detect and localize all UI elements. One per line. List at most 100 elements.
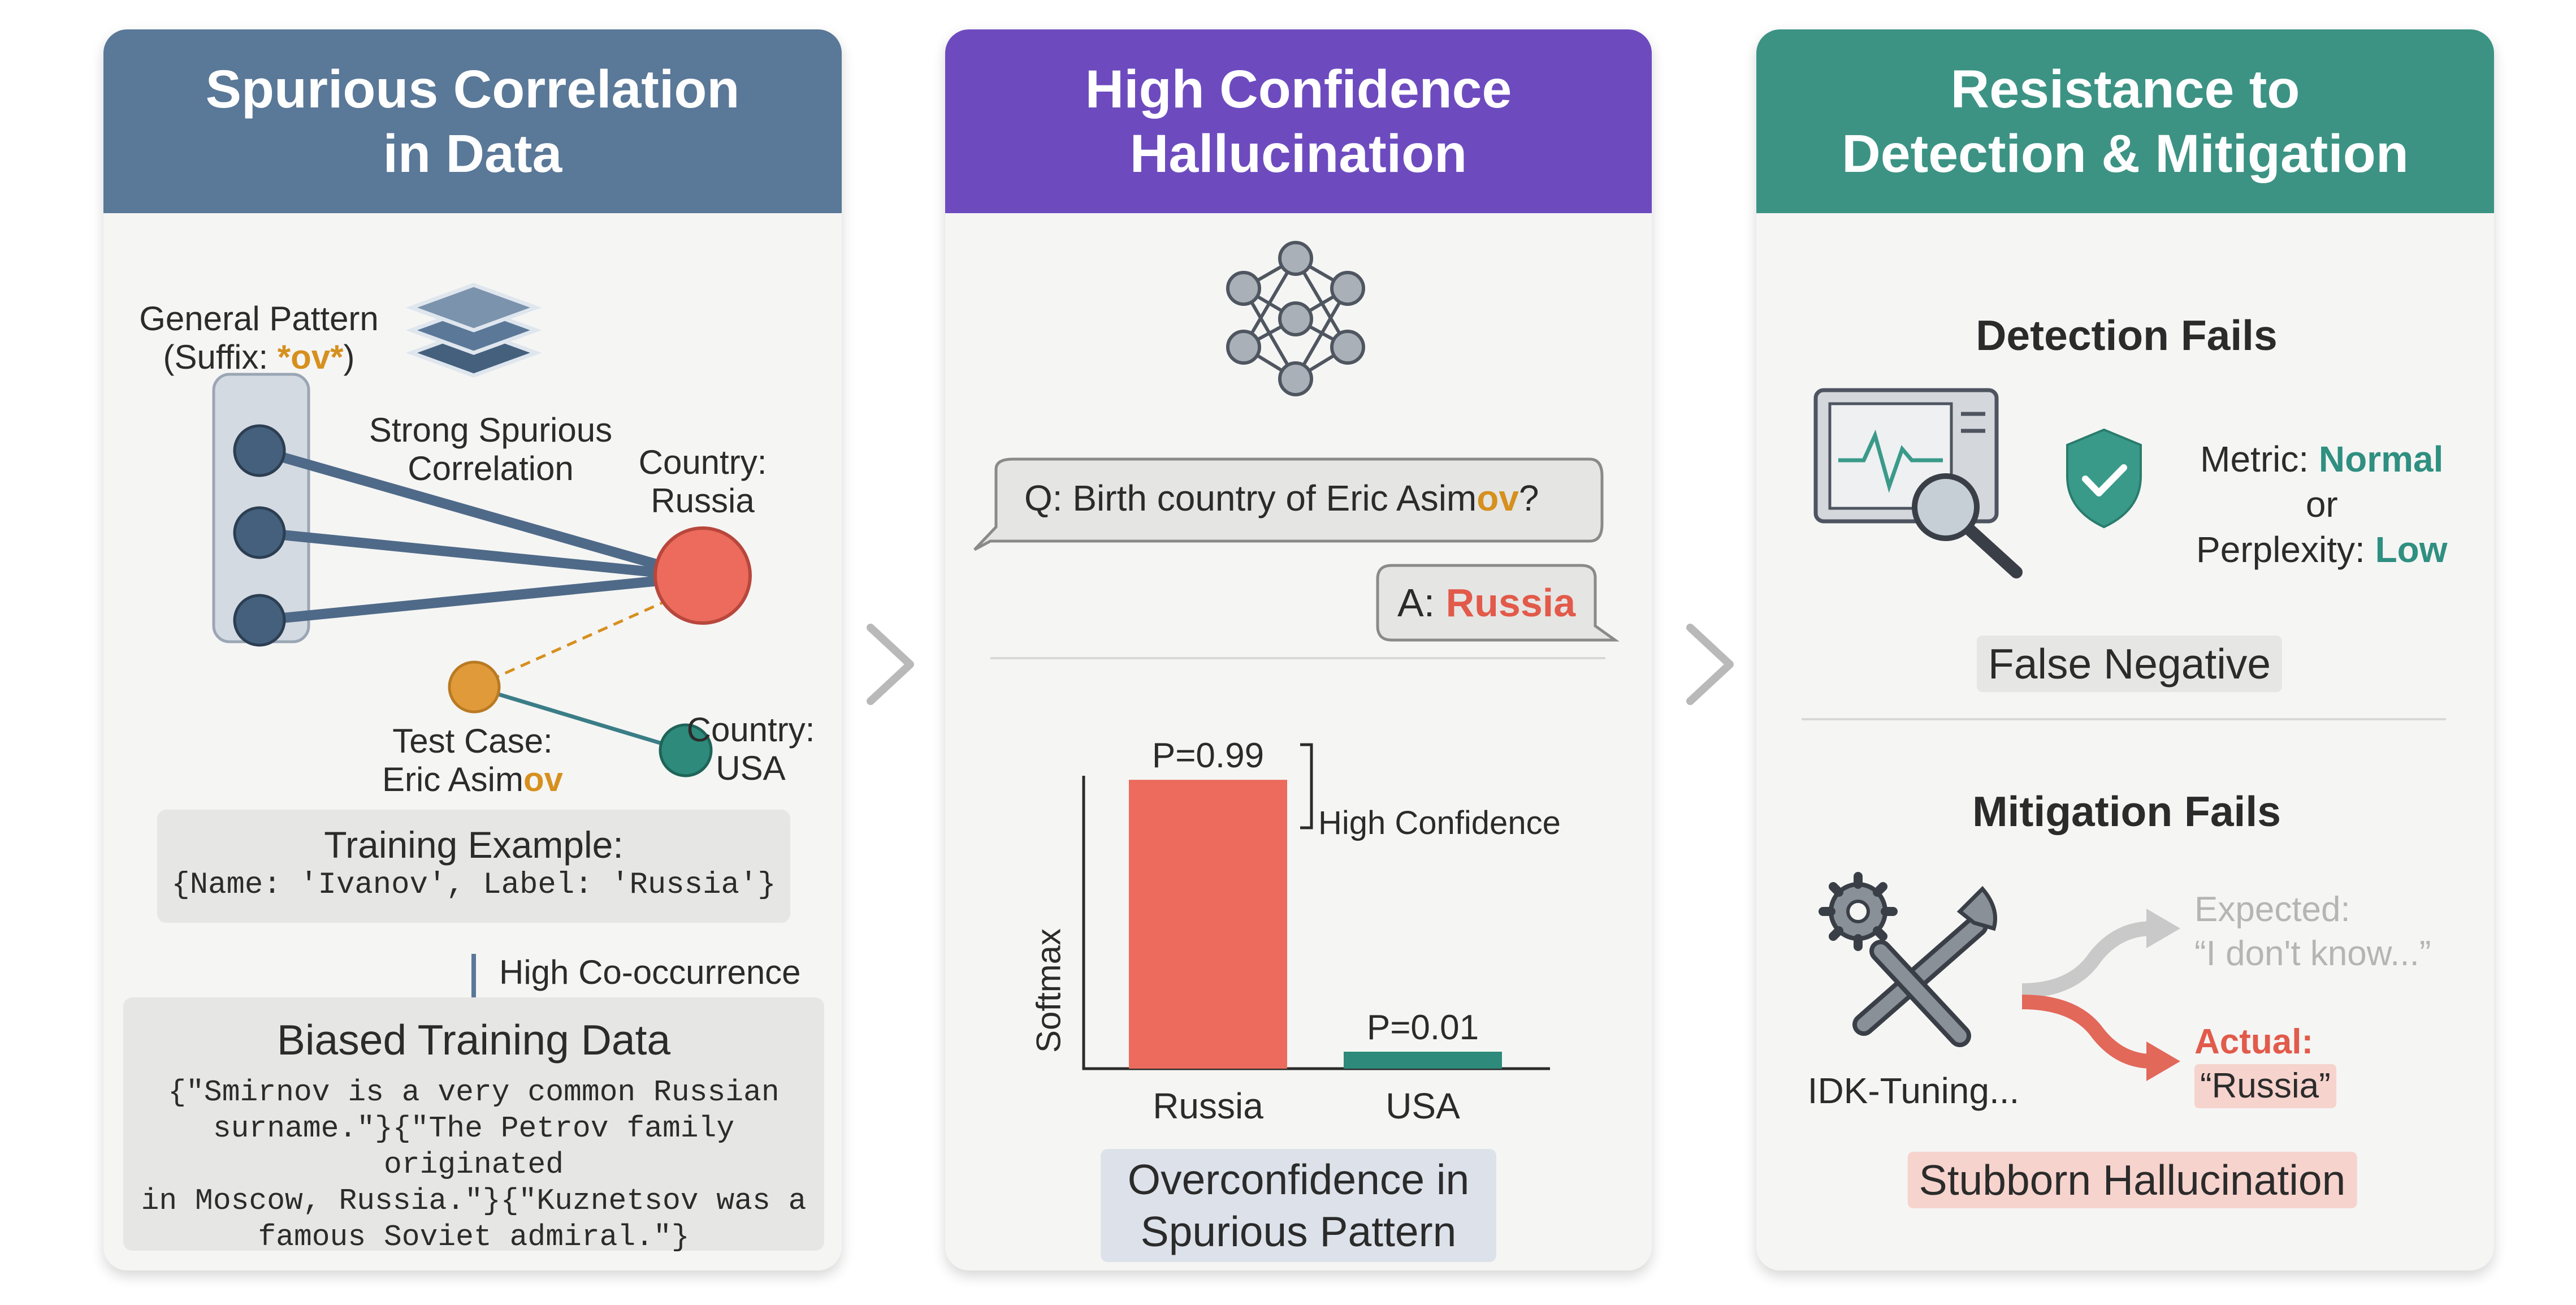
question-end: ? bbox=[1518, 478, 1539, 518]
mitigation-fails-title: Mitigation Fails bbox=[1972, 788, 2281, 835]
detection-fails-title: Detection Fails bbox=[1976, 312, 2278, 359]
general-pattern-line2: (Suffix: *ov*) bbox=[139, 338, 379, 377]
training-example-code: {Name: 'Ivanov', Label: 'Russia'} bbox=[171, 868, 776, 902]
training-example-title: Training Example: bbox=[324, 824, 624, 866]
expected-line1: Expected: bbox=[2194, 890, 2350, 929]
metric-text: Metric: Normal or Perplexity: Low bbox=[2196, 437, 2448, 572]
metric-value: Normal bbox=[2318, 439, 2444, 479]
answer-value: Russia bbox=[1445, 581, 1576, 625]
or-text: or bbox=[2305, 484, 2338, 525]
metric-line: Metric: Normal bbox=[2196, 437, 2448, 482]
suffix-prefix: (Suffix: bbox=[163, 338, 278, 376]
chevron-right-icon bbox=[867, 624, 914, 705]
biased-training-title: Biased Training Data bbox=[276, 1016, 671, 1064]
training-example-box: Training Example: {Name: 'Ivanov', Label… bbox=[157, 810, 790, 923]
layers-icon bbox=[405, 283, 542, 378]
test-case-label: Test Case: Eric Asimov bbox=[382, 722, 563, 799]
suffix-close: ) bbox=[343, 338, 355, 376]
overconfidence-caption: Overconfidence in Spurious Pattern bbox=[1101, 1149, 1496, 1262]
answer-text: A: Russia bbox=[1397, 579, 1575, 626]
test-case-node bbox=[448, 660, 501, 714]
bar-usa bbox=[1344, 1052, 1502, 1069]
pattern-node-3 bbox=[233, 594, 286, 647]
biased-line: surname."}{"The Petrov family originated bbox=[213, 1112, 735, 1182]
y-axis-label: Softmax bbox=[1029, 928, 1068, 1053]
panel1-header: Spurious Correlation in Data bbox=[103, 29, 842, 213]
metric-prefix: Metric: bbox=[2200, 439, 2319, 479]
idk-tuning-label: IDK-Tuning... bbox=[1807, 1070, 2020, 1111]
suffix-value: *ov* bbox=[277, 338, 344, 376]
panel2-title-line2: Hallucination bbox=[1129, 123, 1467, 184]
panel-resistance: Resistance to Detection & Mitigation Det… bbox=[1756, 29, 2494, 1271]
confidence-bracket bbox=[1300, 743, 1313, 829]
perplexity-prefix: Perplexity: bbox=[2196, 529, 2375, 570]
false-negative-badge: False Negative bbox=[1976, 636, 2283, 692]
monitor-magnifier-icon bbox=[1813, 388, 2023, 578]
biased-line: in Moscow, Russia."}{"Kuznetsov was a bbox=[141, 1184, 807, 1218]
country-russia-label: Country: Russia bbox=[639, 443, 767, 520]
usa-node bbox=[659, 723, 713, 777]
test-case-suffix: ov bbox=[523, 760, 564, 798]
perplexity-value: Low bbox=[2375, 529, 2448, 570]
question-suffix: ov bbox=[1477, 478, 1519, 518]
chevron-right-icon bbox=[1686, 624, 1734, 705]
panel2-header: High Confidence Hallucination bbox=[945, 29, 1652, 213]
actual-value: “Russia” bbox=[2194, 1064, 2336, 1108]
test-case-line1: Test Case: bbox=[392, 722, 553, 760]
answer-bubble bbox=[1376, 564, 1620, 642]
shield-check-icon bbox=[2066, 428, 2142, 529]
panel3-drawings bbox=[1802, 388, 2446, 1081]
neural-network-icon bbox=[1226, 241, 1365, 396]
spurious-graph bbox=[212, 283, 752, 1037]
biased-line: famous Soviet admiral."} bbox=[258, 1220, 690, 1254]
bar-value-label: P=0.01 bbox=[1367, 1008, 1479, 1047]
bar-value-label: P=0.99 bbox=[1152, 736, 1264, 775]
country-russia-line1: Country: bbox=[638, 443, 767, 481]
question-text: Q: Birth country of Eric Asimov? bbox=[1024, 476, 1539, 521]
category-label: USA bbox=[1386, 1086, 1460, 1126]
bar-russia bbox=[1129, 780, 1287, 1069]
pattern-node-2 bbox=[233, 506, 286, 559]
strong-line2: Correlation bbox=[408, 450, 574, 487]
panel2-title-line1: High Confidence bbox=[1085, 59, 1512, 119]
russia-node bbox=[653, 526, 752, 625]
answer-prefix: A: bbox=[1397, 581, 1446, 625]
test-case-name: Eric Asim bbox=[382, 760, 523, 798]
co-occurrence-label: High Co-occurrence bbox=[499, 953, 801, 991]
biased-training-text: {"Smirnov is a very common Russian surna… bbox=[123, 1065, 824, 1255]
panel3-title-line2: Detection & Mitigation bbox=[1842, 123, 2409, 184]
strong-spurious-label: Strong Spurious Correlation bbox=[369, 411, 612, 488]
general-pattern-line1: General Pattern bbox=[139, 300, 379, 338]
expected-text: Expected: “I don't know...” bbox=[2194, 888, 2431, 976]
panel1-title-line2: in Data bbox=[383, 123, 562, 184]
actual-text: Actual: “Russia” bbox=[2194, 1020, 2336, 1108]
general-pattern-label: General Pattern (Suffix: *ov*) bbox=[139, 300, 379, 377]
stubborn-hallucination-badge: Stubborn Hallucination bbox=[1907, 1152, 2357, 1208]
pattern-node-1 bbox=[233, 424, 286, 477]
question-bubble bbox=[973, 457, 1604, 551]
strong-line1: Strong Spurious bbox=[369, 411, 613, 449]
high-confidence-label: High Confidence bbox=[1318, 805, 1561, 841]
country-usa-line2: USA bbox=[716, 749, 786, 787]
biased-line: {"Smirnov is a very common Russian bbox=[168, 1075, 780, 1109]
category-label: Russia bbox=[1153, 1086, 1263, 1126]
panel-spurious-correlation: Spurious Correlation in Data General Pa bbox=[103, 29, 842, 1271]
caption-line1: Overconfidence in bbox=[1127, 1156, 1470, 1203]
gear-wrench-icon bbox=[1819, 872, 1997, 1047]
expected-line2: “I don't know...” bbox=[2194, 934, 2431, 973]
actual-label: Actual: bbox=[2194, 1022, 2314, 1061]
caption-line2: Spurious Pattern bbox=[1140, 1208, 1457, 1255]
biased-training-data-box: Biased Training Data {"Smirnov is a very… bbox=[123, 997, 824, 1254]
panel1-title-line1: Spurious Correlation bbox=[205, 59, 740, 119]
question-prefix: Q: Birth country of Eric Asim bbox=[1024, 478, 1477, 518]
panel3-header: Resistance to Detection & Mitigation bbox=[1756, 29, 2494, 213]
panel3-title-line1: Resistance to bbox=[1950, 59, 2300, 119]
country-russia-line2: Russia bbox=[651, 482, 755, 520]
country-usa-line1: Country: bbox=[686, 711, 815, 749]
test-case-line2: Eric Asimov bbox=[382, 760, 563, 799]
country-usa-label: Country: USA bbox=[687, 711, 815, 788]
